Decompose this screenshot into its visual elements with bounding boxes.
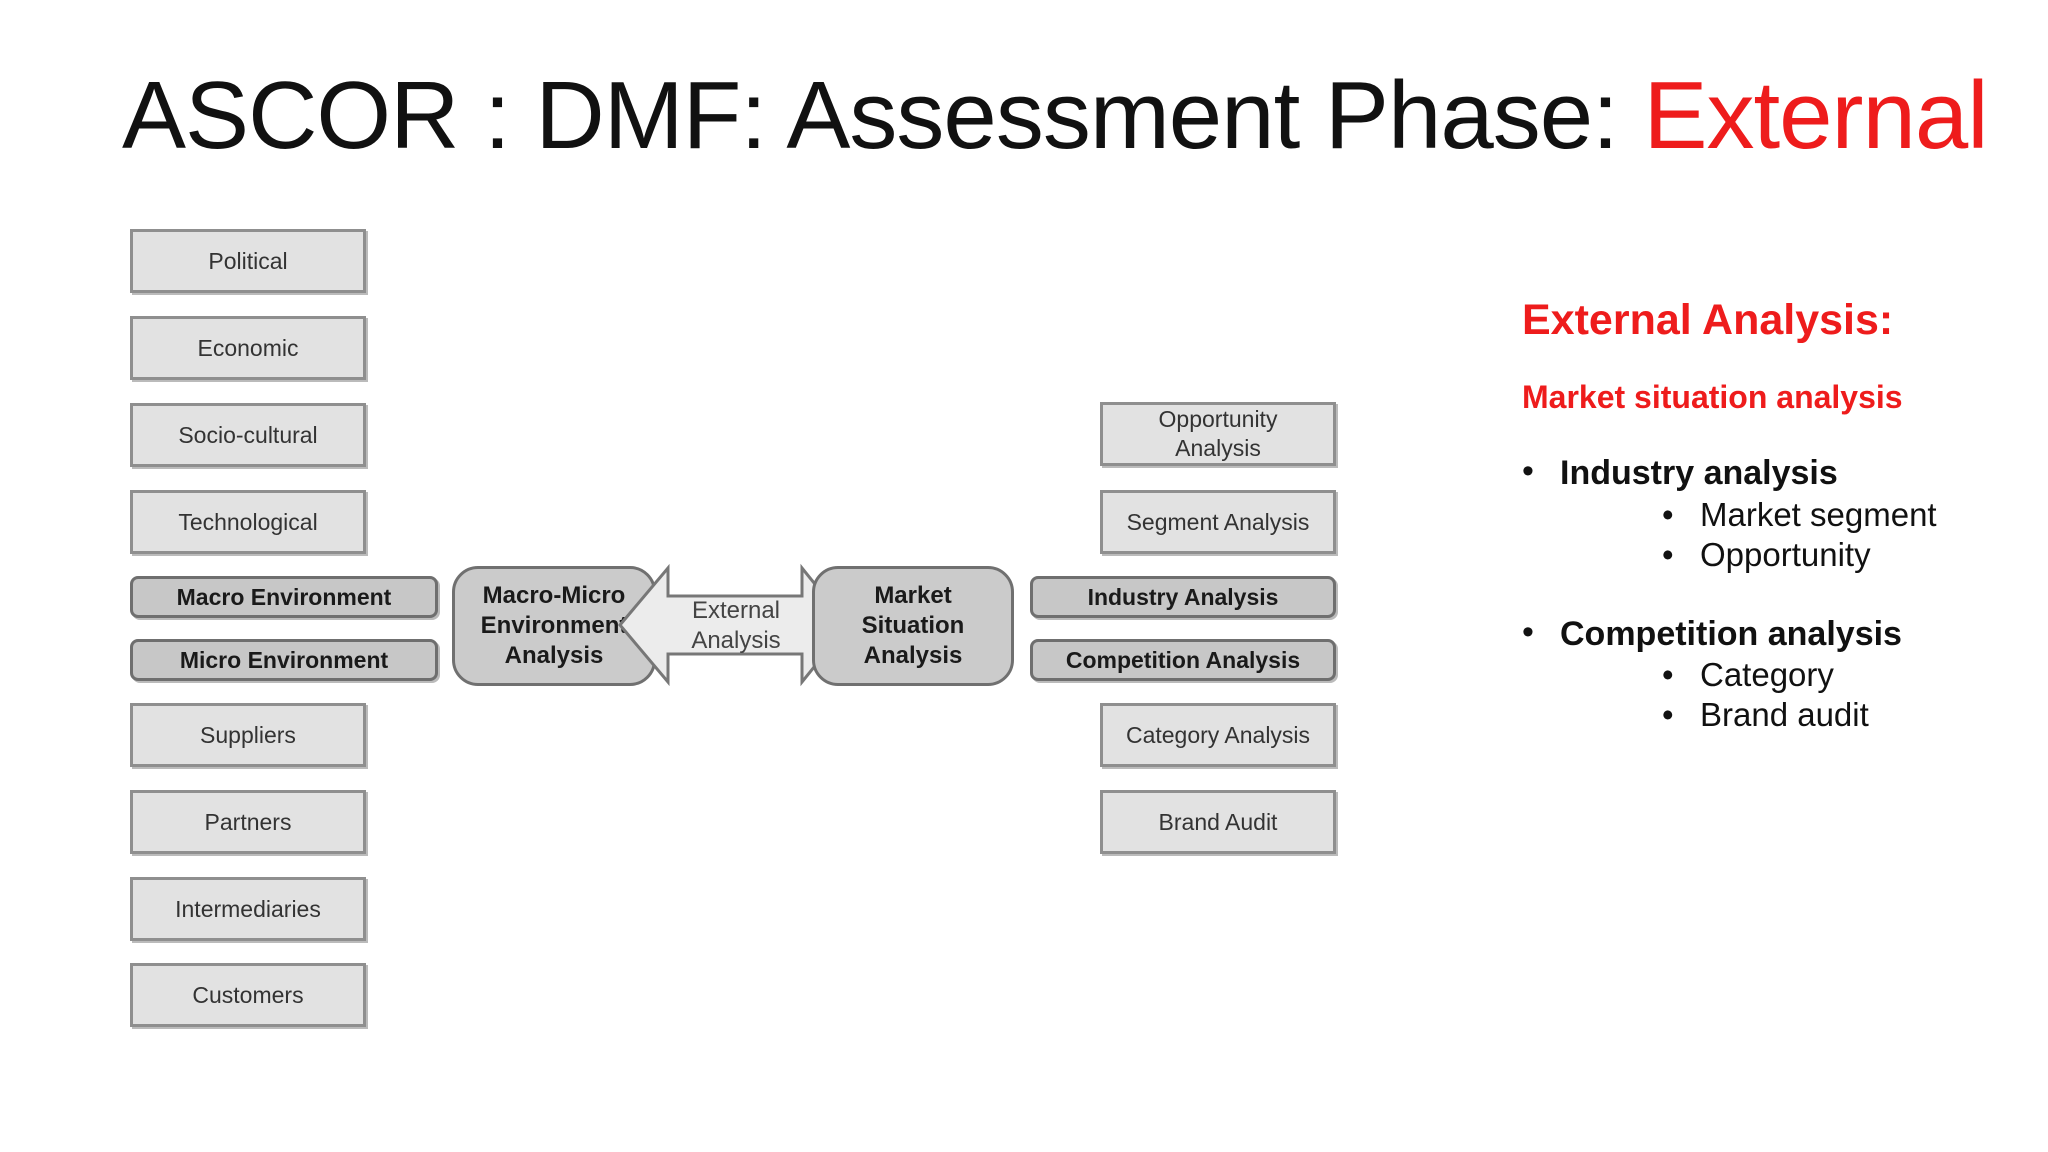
box-partners: Partners bbox=[130, 790, 366, 854]
bullet-competition-analysis: Competition analysis Category Brand audi… bbox=[1522, 613, 2022, 736]
sub-bullet-category: Category bbox=[1662, 655, 2022, 695]
box-brand-audit: Brand Audit bbox=[1100, 790, 1336, 854]
box-socio-cultural: Socio-cultural bbox=[130, 403, 366, 467]
box-micro-environment: Micro Environment bbox=[130, 639, 438, 681]
box-suppliers: Suppliers bbox=[130, 703, 366, 767]
title-accent: External bbox=[1643, 62, 1988, 169]
box-category-analysis: Category Analysis bbox=[1100, 703, 1336, 767]
title-main: ASCOR : DMF: Assessment Phase: bbox=[122, 62, 1644, 169]
box-economic: Economic bbox=[130, 316, 366, 380]
box-macro-environment: Macro Environment bbox=[130, 576, 438, 618]
box-technological: Technological bbox=[130, 490, 366, 554]
sub-bullet-brand-audit: Brand audit bbox=[1662, 695, 2022, 735]
box-intermediaries: Intermediaries bbox=[130, 877, 366, 941]
panel-heading: External Analysis: bbox=[1522, 296, 1894, 344]
slide-title: ASCOR : DMF: Assessment Phase: External bbox=[122, 58, 1989, 173]
box-customers: Customers bbox=[130, 963, 366, 1027]
bullet-industry-analysis: Industry analysis Market segment Opportu… bbox=[1522, 452, 2022, 575]
box-competition-analysis: Competition Analysis bbox=[1030, 639, 1336, 681]
box-industry-analysis: Industry Analysis bbox=[1030, 576, 1336, 618]
sub-bullet-market-segment: Market segment bbox=[1662, 495, 2022, 535]
sub-bullet-opportunity: Opportunity bbox=[1662, 535, 2022, 575]
box-political: Political bbox=[130, 229, 366, 293]
box-segment-analysis: Segment Analysis bbox=[1100, 490, 1336, 554]
panel-subheading: Market situation analysis bbox=[1522, 379, 1903, 415]
bullet-list: Industry analysis Market segment Opportu… bbox=[1522, 452, 2022, 735]
external-analysis-panel: External Analysis: Market situation anal… bbox=[1522, 296, 2022, 735]
